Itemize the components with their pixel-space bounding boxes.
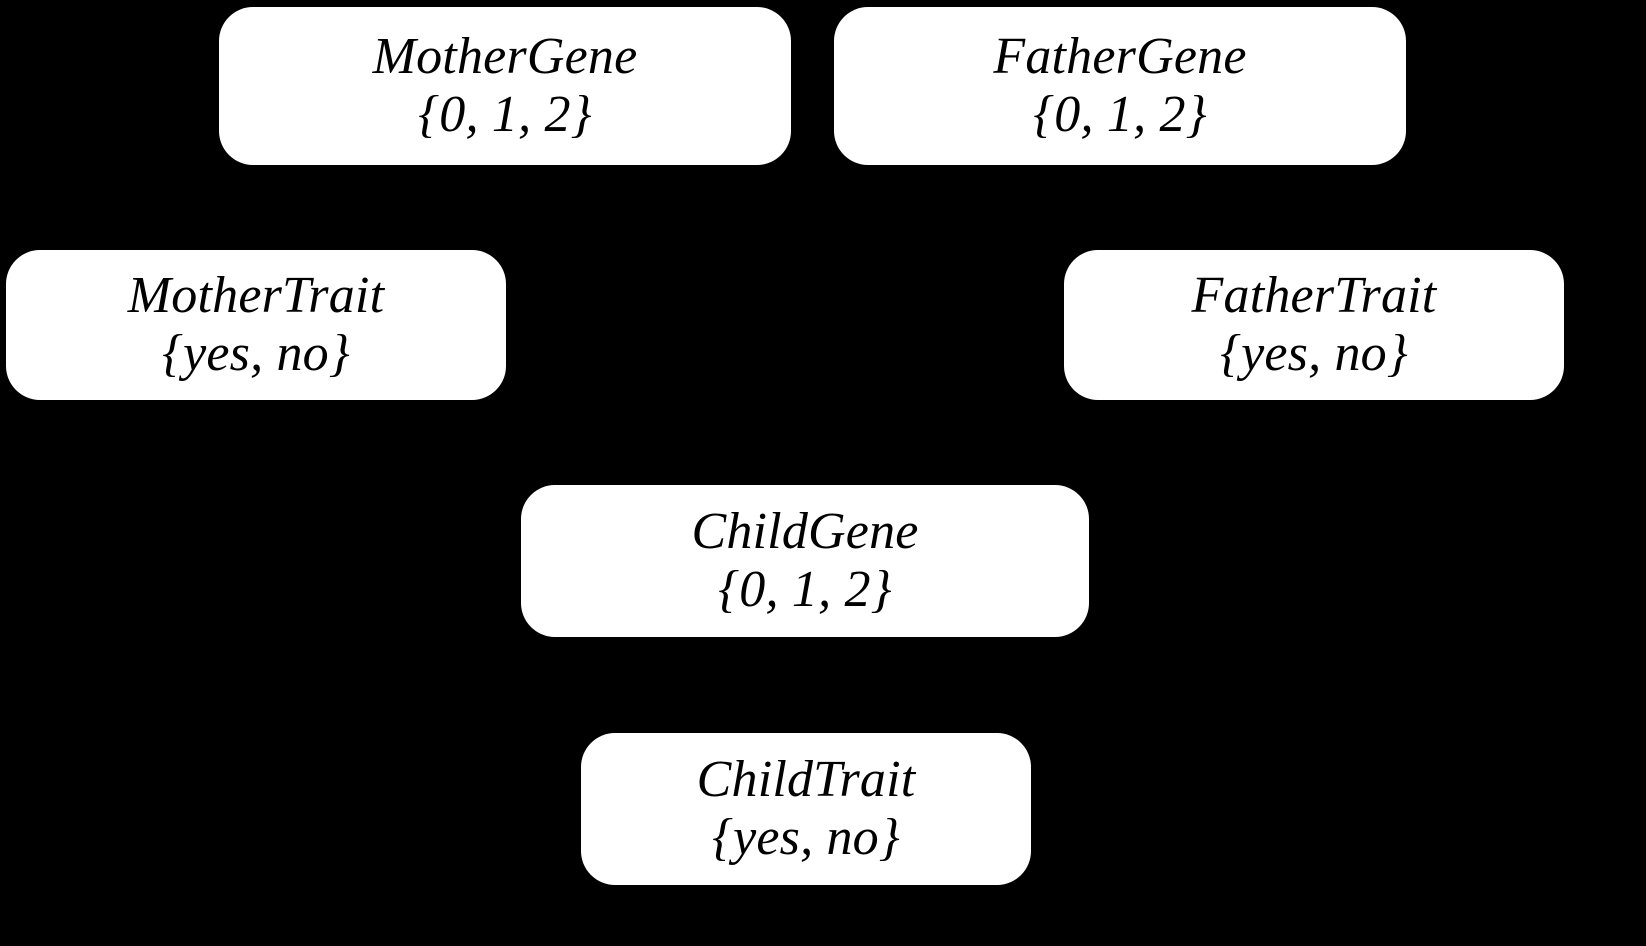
node-mother-trait-label: MotherTrait — [127, 266, 385, 324]
node-father-gene-label: FatherGene — [993, 27, 1247, 85]
node-mother-trait-domain: {yes, no} — [162, 325, 350, 382]
node-child-trait[interactable]: ChildTrait {yes, no} — [581, 733, 1031, 885]
node-mother-gene-label: MotherGene — [372, 27, 638, 85]
node-mother-gene[interactable]: MotherGene {0, 1, 2} — [219, 7, 791, 165]
node-child-gene-label: ChildGene — [691, 502, 919, 560]
node-child-trait-domain: {yes, no} — [712, 809, 900, 866]
node-father-trait[interactable]: FatherTrait {yes, no} — [1064, 250, 1564, 400]
node-father-trait-label: FatherTrait — [1191, 266, 1437, 324]
node-child-gene-domain: {0, 1, 2} — [718, 561, 892, 618]
node-father-trait-domain: {yes, no} — [1220, 325, 1408, 382]
node-child-trait-label: ChildTrait — [696, 750, 916, 808]
node-father-gene-domain: {0, 1, 2} — [1033, 86, 1207, 143]
node-father-gene[interactable]: FatherGene {0, 1, 2} — [834, 7, 1406, 165]
node-mother-gene-domain: {0, 1, 2} — [418, 86, 592, 143]
node-mother-trait[interactable]: MotherTrait {yes, no} — [6, 250, 506, 400]
node-child-gene[interactable]: ChildGene {0, 1, 2} — [521, 485, 1089, 637]
